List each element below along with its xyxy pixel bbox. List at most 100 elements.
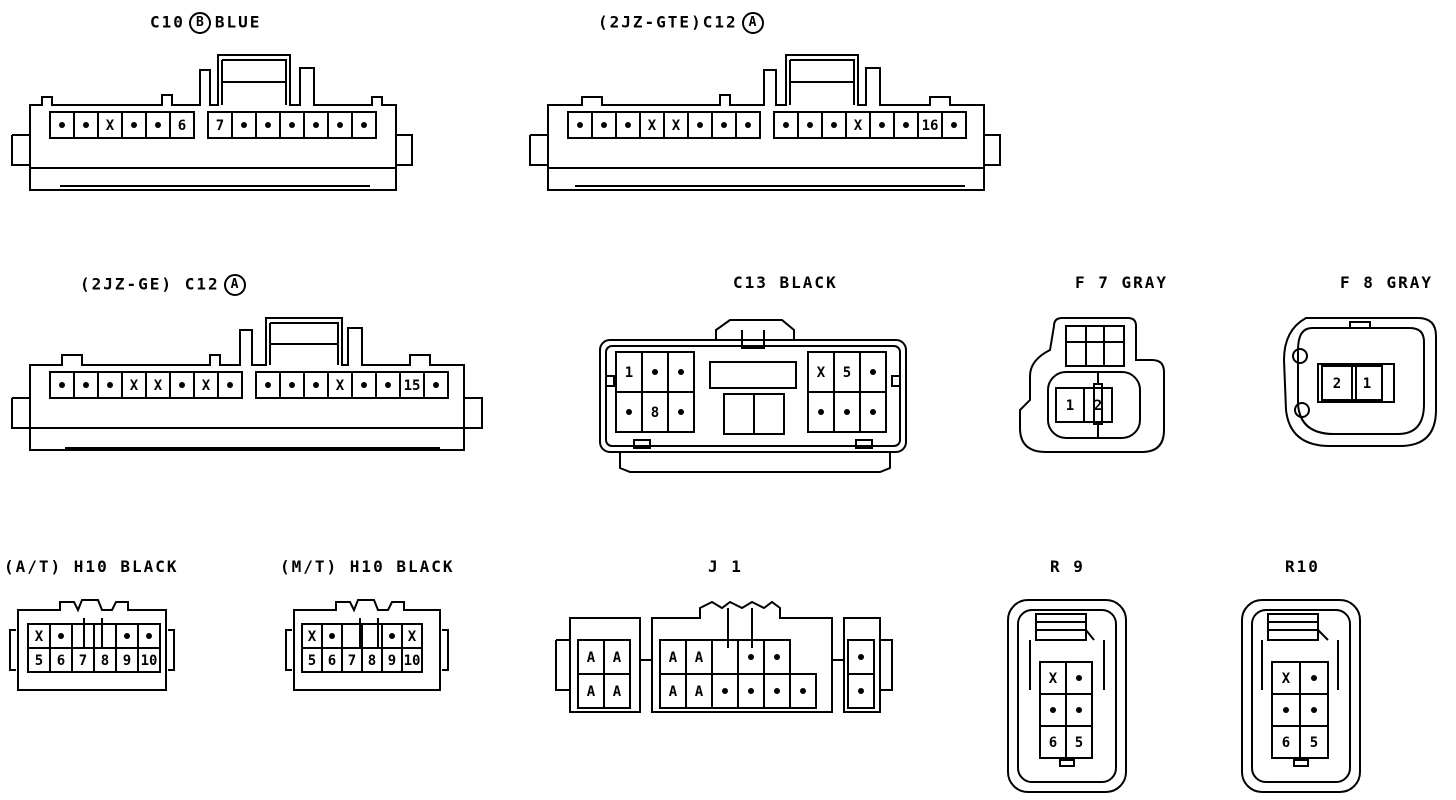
pin-label: A [669, 684, 678, 700]
pin-label: 15 [404, 378, 421, 394]
pin-dot [748, 688, 754, 694]
pin-label: X [336, 378, 345, 394]
pin-dot [1050, 707, 1056, 713]
pin-label: 2 [1333, 376, 1341, 392]
label-r9: R 9 [1050, 557, 1085, 576]
pin-dot [783, 122, 789, 128]
pin-label: X [106, 118, 115, 134]
pin-label: 1 [1066, 398, 1074, 414]
pin-dot [265, 382, 271, 388]
pin-label: A [669, 650, 678, 666]
circled-letter-b: B [188, 12, 211, 34]
pins-c10-right: 7 [207, 111, 377, 139]
pin-dot [433, 382, 439, 388]
label-c13: C13 BLACK [733, 273, 838, 292]
pin-dot [361, 382, 367, 388]
pin-dot [774, 654, 780, 660]
pin-dot [1283, 707, 1289, 713]
pin-label: 6 [1282, 735, 1290, 751]
pin-label: A [587, 650, 596, 666]
pins-c13-left: 18 [615, 351, 695, 433]
pin-cell [941, 111, 967, 139]
pin-dot [131, 122, 137, 128]
pin-label: 5 [35, 653, 43, 669]
pin-dot [577, 122, 583, 128]
label-c12-gte-id: (2JZ-GTE)C12 [598, 12, 738, 32]
pin-cell [1065, 725, 1093, 759]
pin-dot [678, 409, 684, 415]
pin-label: X [202, 378, 211, 394]
pin-label: 5 [1310, 735, 1318, 751]
pin-label: 6 [178, 118, 186, 134]
pin-dot [951, 122, 957, 128]
pin-dot [1311, 675, 1317, 681]
pin-label: X [154, 378, 163, 394]
pin-dot [227, 382, 233, 388]
pin-cell [217, 371, 243, 399]
label-f8: F 8 GRAY [1340, 273, 1434, 292]
pin-label: A [613, 684, 622, 700]
pin-label: X [308, 629, 317, 645]
pin-label: X [408, 629, 417, 645]
label-f7: F 7 GRAY [1075, 273, 1169, 292]
pin-dot [83, 382, 89, 388]
pin-dot [844, 409, 850, 415]
pin-dot [722, 688, 728, 694]
label-h10-mt: (M/T) H10 BLACK [280, 557, 455, 576]
pin-cell [1299, 725, 1329, 759]
pin-cell [789, 673, 817, 709]
pin-dot [337, 122, 343, 128]
pin-label: 1 [625, 365, 633, 381]
pin-dot [265, 122, 271, 128]
label-c10-id: C10 [150, 12, 185, 32]
pin-dot [107, 382, 113, 388]
pin-dot [870, 409, 876, 415]
pin-dot [879, 122, 885, 128]
pins-c12-ge-right: X 15 [255, 371, 449, 399]
pin-dot [625, 122, 631, 128]
pin-dot [721, 122, 727, 128]
pin-label: 10 [404, 653, 421, 669]
label-j1: J 1 [708, 557, 743, 576]
pin-dot [748, 654, 754, 660]
pin-dot [289, 382, 295, 388]
pin-dot [124, 633, 130, 639]
pin-label: 8 [101, 653, 109, 669]
circled-letter-a: A [223, 274, 246, 296]
connector-c12-ge: X X X X 15 [11, 317, 483, 451]
pin-dot [831, 122, 837, 128]
pin-dot [745, 122, 751, 128]
pin-dot [59, 382, 65, 388]
pin-label: 16 [922, 118, 939, 134]
pin-dot [241, 122, 247, 128]
pin-cell [169, 111, 195, 139]
pin-label: 7 [348, 653, 356, 669]
pin-dot [800, 688, 806, 694]
pin-cell [93, 623, 117, 649]
pin-cell [735, 111, 761, 139]
pin-dot [1076, 707, 1082, 713]
pin-dot [289, 122, 295, 128]
pin-label: X [817, 365, 826, 381]
pin-cell [351, 111, 377, 139]
label-c10-color: BLUE [214, 12, 262, 32]
pin-label: 10 [141, 653, 158, 669]
pin-cell [1351, 365, 1383, 401]
pin-dot [179, 382, 185, 388]
pin-label: 2 [1094, 398, 1102, 414]
pin-label: 5 [1075, 735, 1083, 751]
pin-label: X [35, 629, 44, 645]
